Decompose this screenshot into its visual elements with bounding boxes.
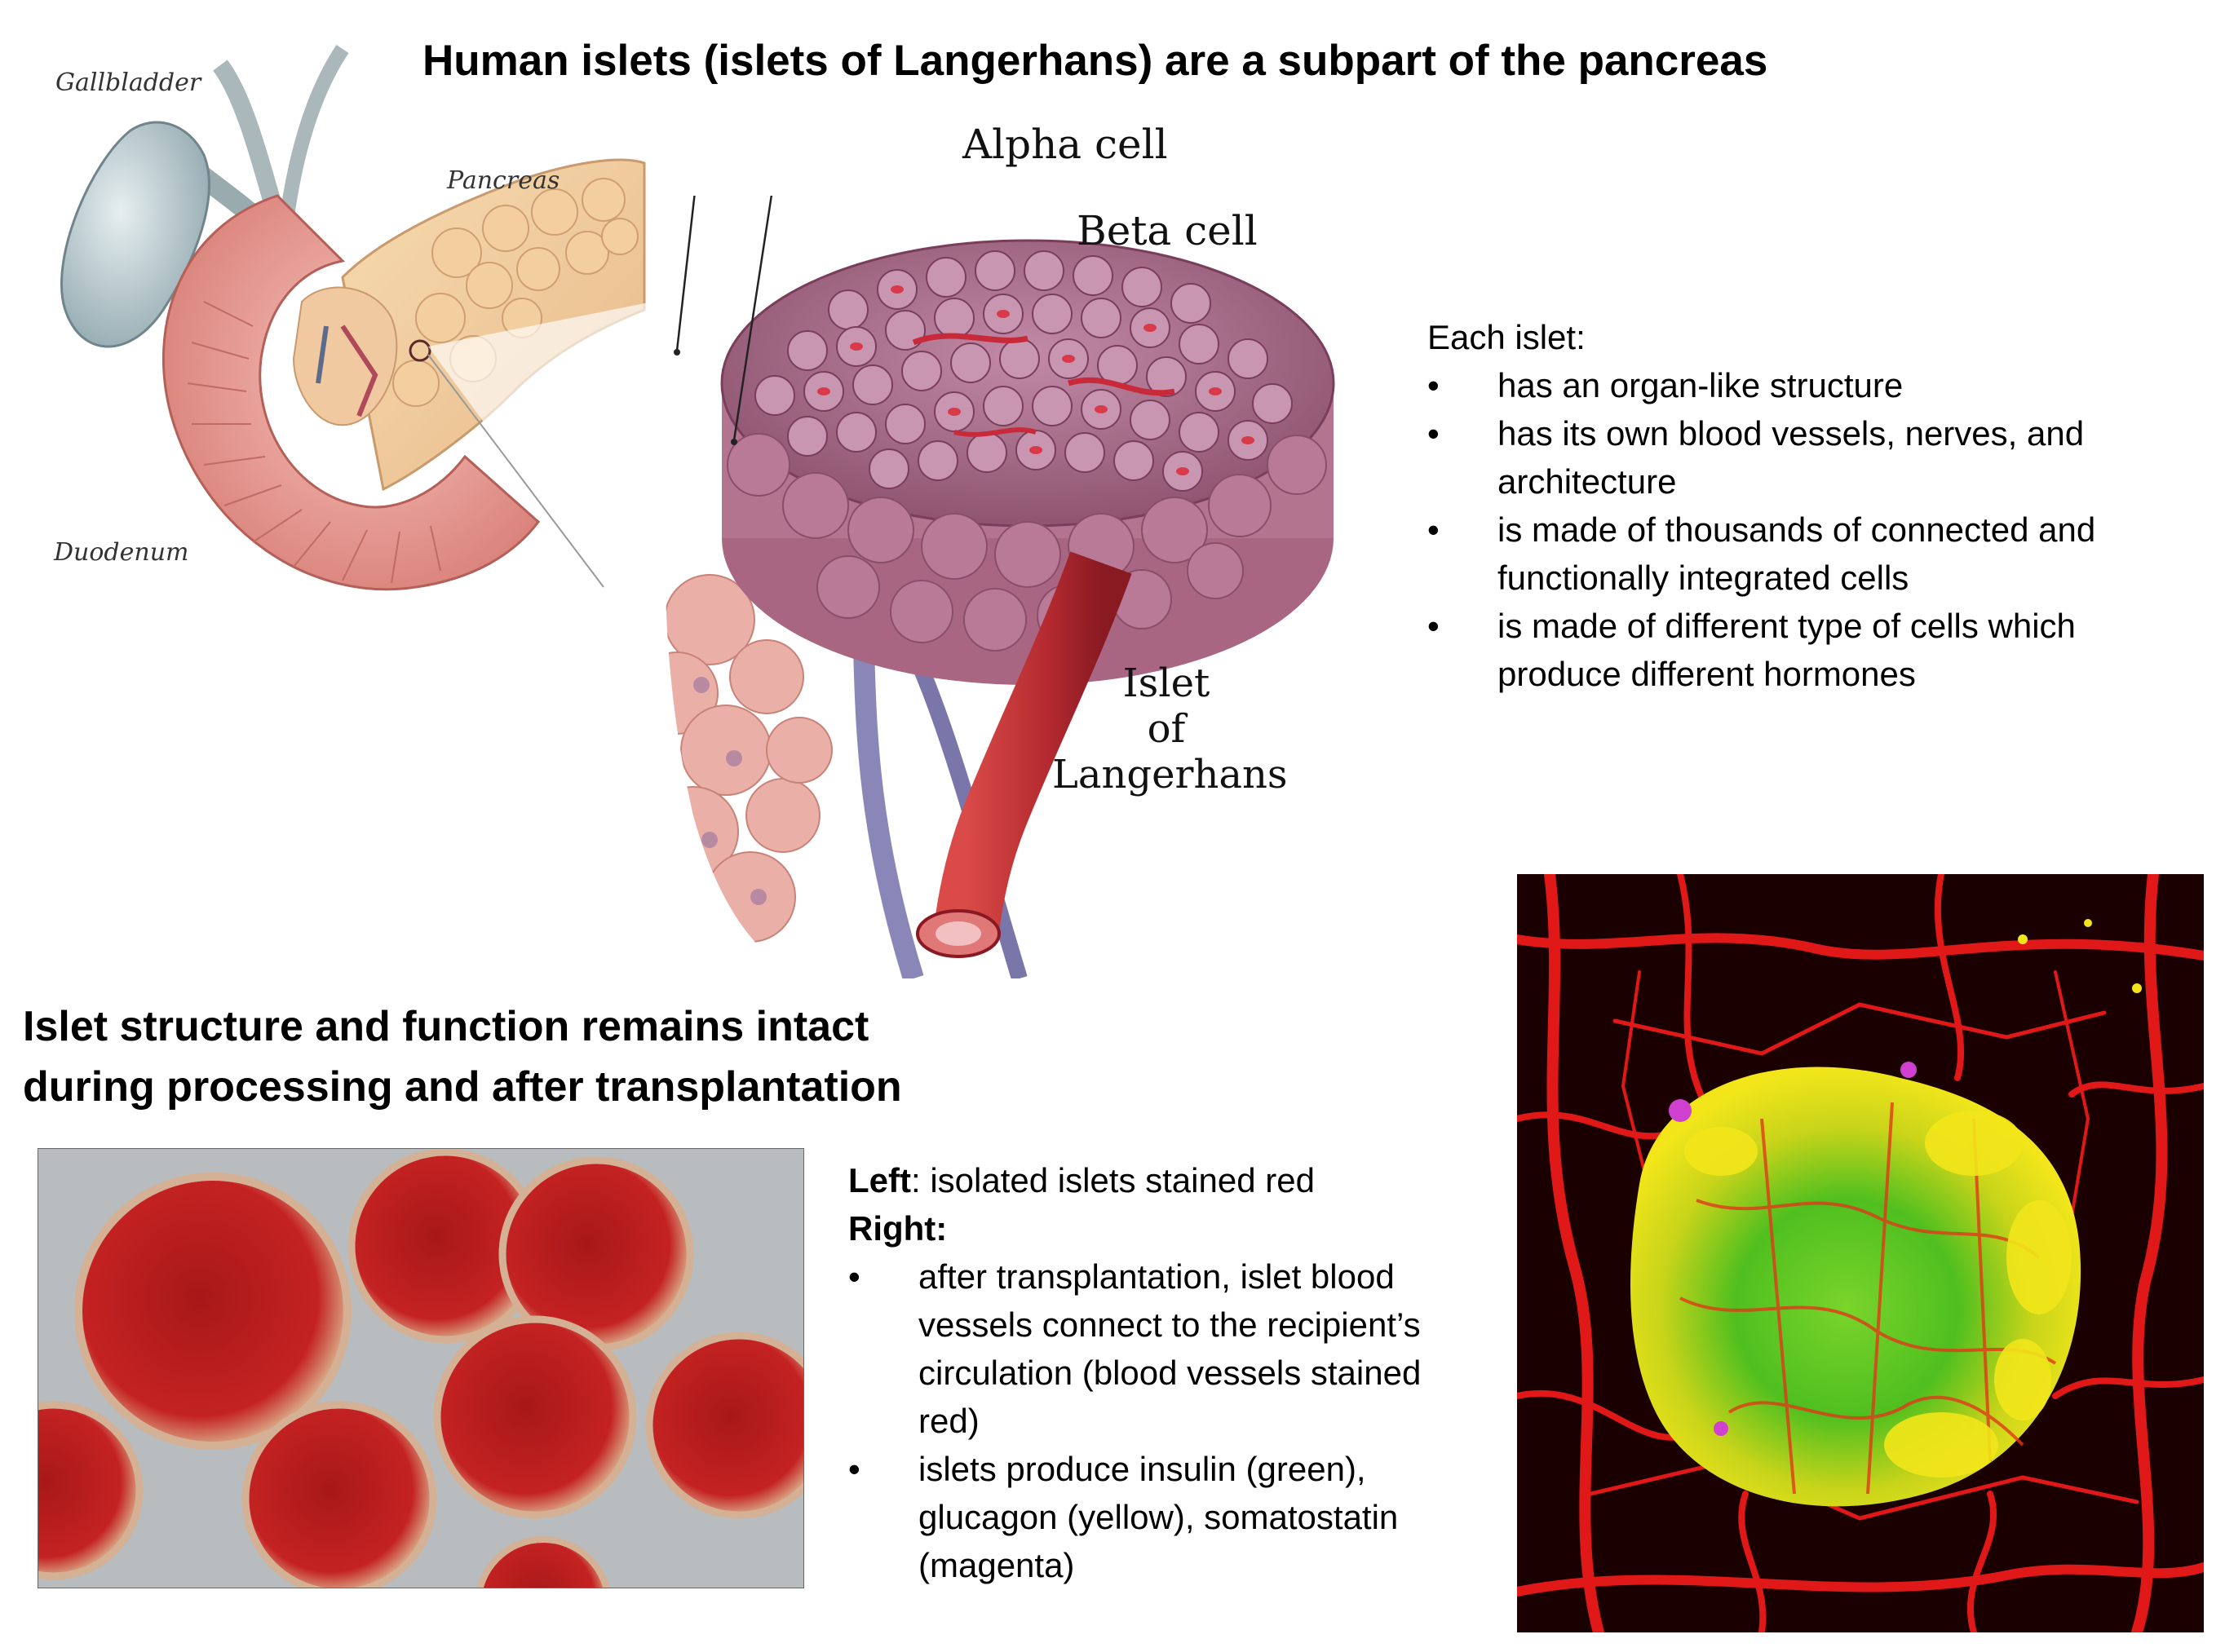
list-item: has an organ-like structure (1427, 361, 2178, 409)
stained-islets-photo (38, 1148, 804, 1588)
beta-cell-label: Beta cell (1077, 207, 1258, 254)
list-item: has its own blood vessels, nerves, and a… (1427, 409, 2178, 506)
gallbladder-label: Gallbladder (55, 68, 201, 97)
list-item: after transplantation, islet blood vesse… (848, 1252, 1484, 1445)
right-label: Right: (848, 1209, 948, 1248)
each-islet-heading: Each islet: (1427, 318, 1586, 356)
section-subtitle: Islet structure and function remains int… (23, 1003, 902, 1111)
transplanted-islet-fluorescence-image (1517, 874, 2204, 1632)
list-item: is made of thousands of connected and fu… (1427, 506, 2178, 602)
list-item: islets produce insulin (green), glucagon… (848, 1445, 1484, 1589)
pancreas-anatomy-illustration (60, 45, 652, 652)
duodenum-label: Duodenum (54, 538, 189, 567)
pancreas-label: Pancreas (447, 166, 560, 195)
left-label: Left (848, 1161, 911, 1199)
each-islet-info: Each islet: has an organ-like structure … (1427, 313, 2178, 698)
page-title: Human islets (islets of Langerhans) are … (422, 37, 1768, 85)
left-description: : isolated islets stained red (911, 1161, 1315, 1199)
islet-of-langerhans-label: Islet of Langerhans (1052, 660, 1288, 797)
caption-text: Left: isolated islets stained red Right:… (848, 1156, 1484, 1589)
islet-of-langerhans-illustration (665, 196, 1335, 978)
list-item: is made of different type of cells which… (1427, 602, 2178, 698)
alpha-cell-label: Alpha cell (962, 121, 1168, 168)
